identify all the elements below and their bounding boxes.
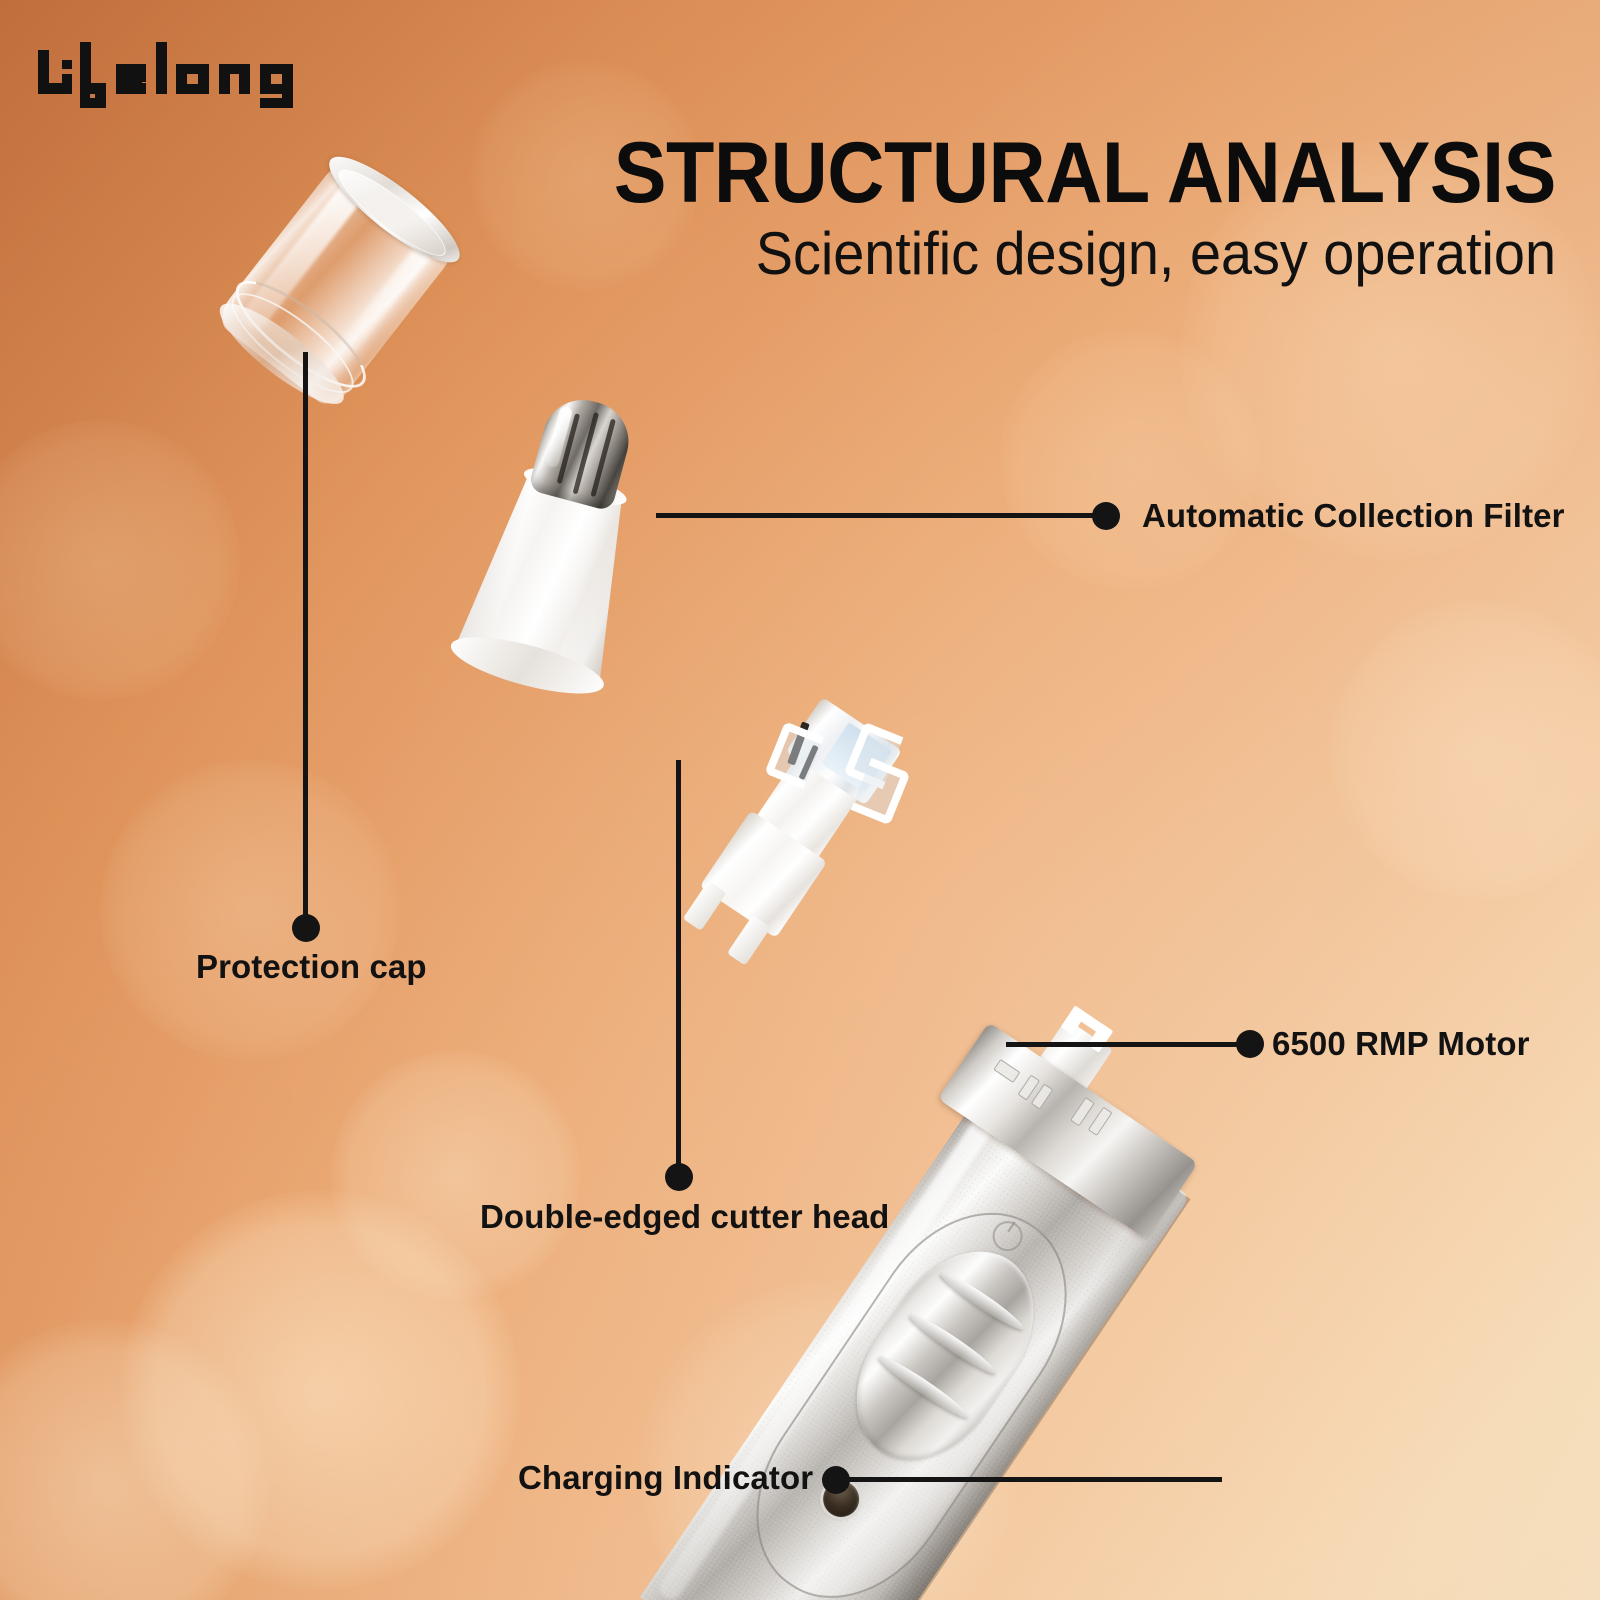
leader-line-cutter-head <box>676 760 681 1180</box>
callout-label-charging-indicator: Charging Indicator <box>518 1459 814 1496</box>
leader-dot-protection-cap <box>292 914 320 942</box>
cutter-prong <box>682 880 727 931</box>
leader-dot-cutter-head <box>665 1163 693 1191</box>
callout-label-automatic-collection-filter: Automatic Collection Filter <box>1142 497 1565 534</box>
leader-dot-filter <box>1092 502 1120 530</box>
header-block: STRUCTURAL ANALYSIS Scientific design, e… <box>456 125 1557 287</box>
leader-dot-motor <box>1236 1030 1264 1058</box>
callout-label-protection-cap: Protection cap <box>196 948 427 985</box>
leader-line-protection-cap <box>303 352 308 930</box>
brand-logo <box>36 38 306 118</box>
callout-label-double-edged-cutter-head: Double-edged cutter head <box>480 1198 890 1235</box>
page-subtitle: Scientific design, easy operation <box>755 220 1556 287</box>
leader-dot-charging-indicator <box>822 1466 850 1494</box>
cutter-prong <box>726 915 771 966</box>
callout-label-6500-rmp-motor: 6500 RMP Motor <box>1272 1025 1530 1062</box>
logo-glyphs <box>38 42 293 108</box>
leader-line-charging-indicator <box>846 1477 1222 1482</box>
page-title: STRUCTURAL ANALYSIS <box>613 125 1557 221</box>
leader-line-motor <box>1006 1042 1250 1047</box>
leader-line-filter <box>656 513 1108 518</box>
